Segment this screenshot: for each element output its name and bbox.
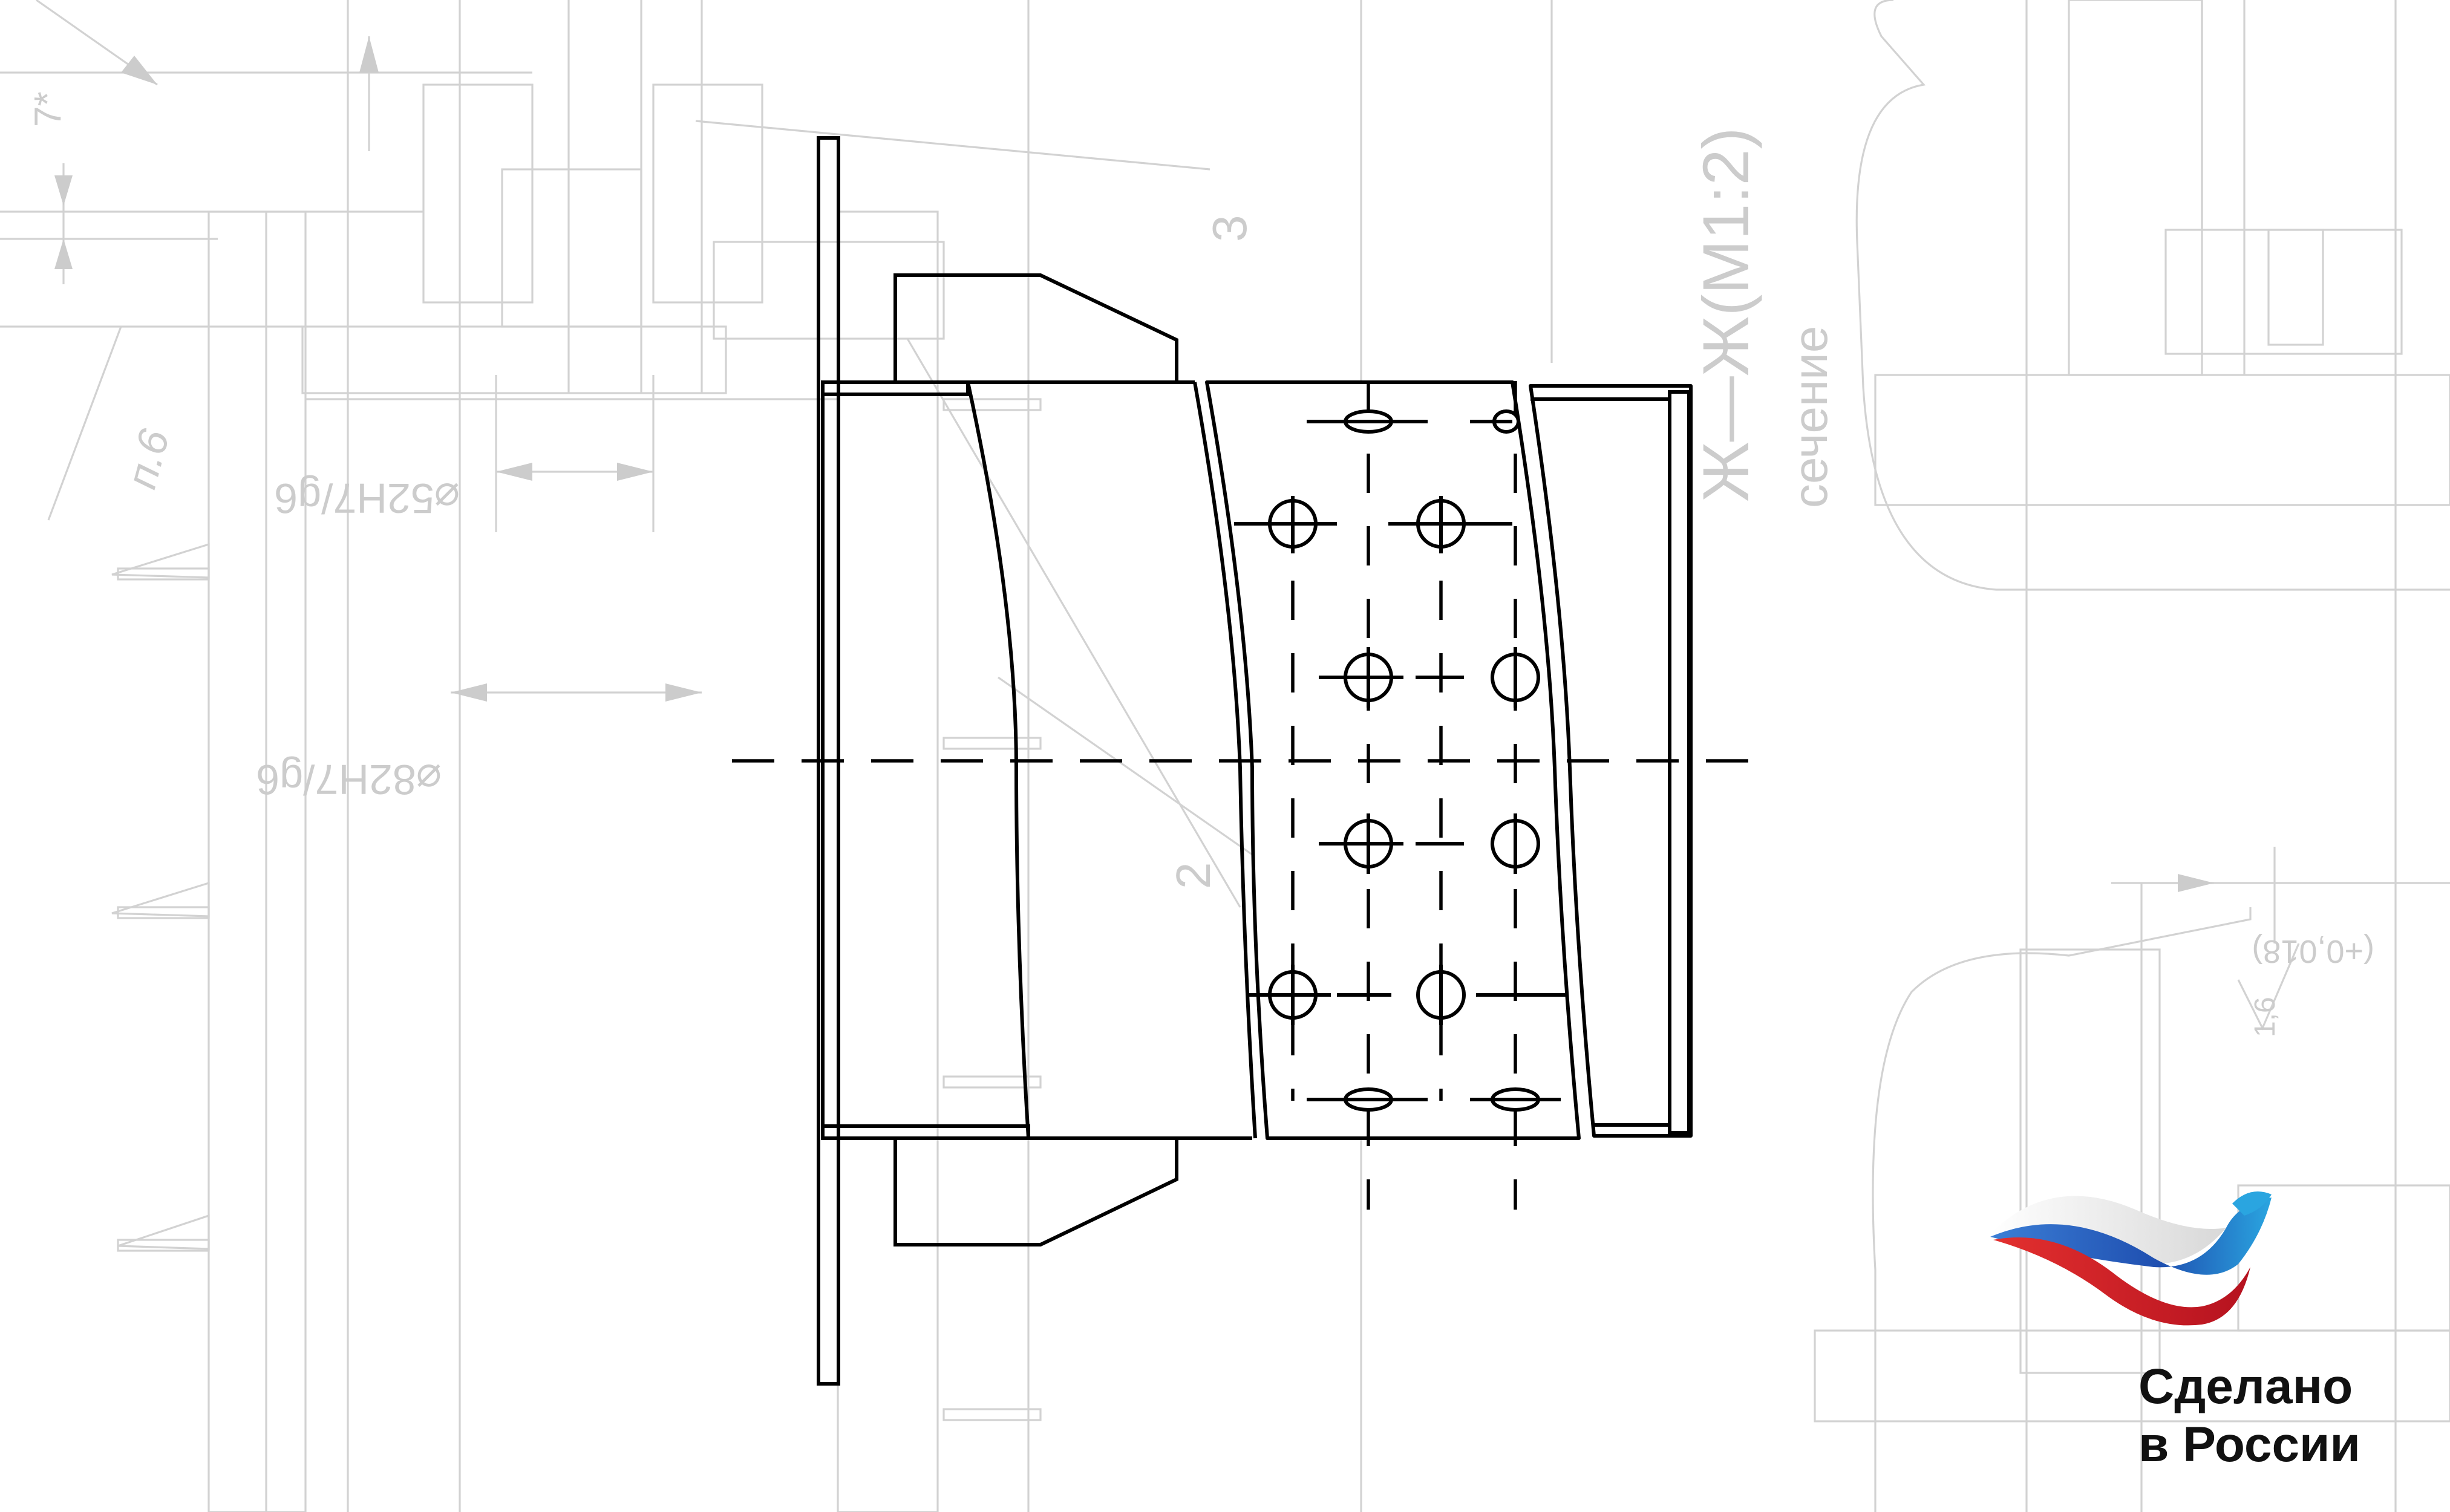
background-drawing-left (0, 0, 1553, 1512)
bg-plate-top (1874, 374, 2450, 506)
logo-blue-wave (1990, 1198, 2272, 1275)
section-word-label: сечение (1783, 326, 1837, 508)
background-drawing-right (1814, 0, 2450, 1512)
logo-light-blue-tip (2232, 1191, 2272, 1216)
bg-column-1 (207, 210, 307, 1512)
logo-line-2: в России (2138, 1417, 2360, 1472)
dim-82-label: ⌀82H7/g6 (256, 756, 442, 803)
logo-caption: Сделано в России (2138, 1358, 2393, 1474)
bg-plate-bottom (1814, 1329, 2450, 1422)
logo-line-1: Сделано (2138, 1359, 2353, 1414)
perforation-holes (1234, 409, 1567, 1112)
logo-red-wave (1993, 1237, 2250, 1326)
housing-top-outline (893, 273, 1178, 382)
number-3-label: 3 (1203, 215, 1256, 243)
main-assembly-drawing (732, 136, 1754, 1386)
note-p6-label: п.6 (117, 425, 178, 494)
dim-7-label: 7* (27, 91, 69, 127)
background-annotations: ⌀52H7/g6 ⌀82H7/g6 7* п.6 3 2 Ж—Ж(М1:2) с… (27, 91, 2374, 1037)
number-2-label: 2 (1166, 862, 1220, 890)
segment-1-curve (966, 382, 1030, 1139)
segment-1-right-edge (1193, 382, 1257, 1139)
tolerance-label: (+0,018) (2252, 933, 2374, 969)
made-in-russia-logo (1990, 1191, 2272, 1326)
bg-column-2 (837, 210, 939, 1512)
roughness-label: 1,6 (2249, 997, 2281, 1037)
segment-3 (1529, 384, 1693, 1138)
housing-bottom-outline (893, 1138, 1178, 1246)
section-title-label: Ж—Ж(М1:2) (1689, 128, 1762, 502)
dim-52-label: ⌀52H7/g6 (274, 475, 460, 522)
